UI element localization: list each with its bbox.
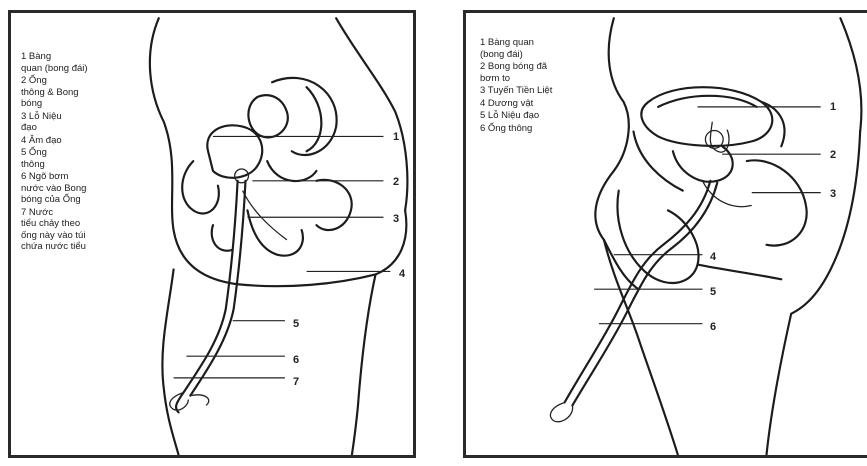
label-number: 6 <box>710 321 716 333</box>
female-catheter-diagram: 1 Bàng quan (bong đái) 2 Ống thông & Bon… <box>8 10 416 458</box>
legend-item-bladder: 1 Bàng quan (bong đái) <box>480 37 620 60</box>
label-number: 1 <box>830 101 836 113</box>
legend-item-catheter: 6 Ống thông <box>480 123 620 135</box>
label-number: 7 <box>293 376 299 388</box>
legend-item-vagina: 4 Âm đạo <box>21 135 156 147</box>
legend-item-inflation-port: 6 Ngõ bơm nước vào Bong bóng của Ống <box>21 171 156 206</box>
legend-left: 1 Bàng quan (bong đái) 2 Ống thông & Bon… <box>21 51 156 254</box>
label-number: 5 <box>293 318 299 330</box>
legend-right: 1 Bàng quan (bong đái) 2 Bong bóng đã bơ… <box>480 37 620 135</box>
male-catheter-diagram: 1 Bàng quan (bong đái) 2 Bong bóng đã bơ… <box>463 10 867 458</box>
legend-item-urethral-opening: 3 Lỗ Niệu đạo <box>21 111 156 134</box>
label-number: 1 <box>393 131 399 143</box>
legend-item-penis: 4 Dương vật <box>480 98 620 110</box>
label-number: 4 <box>399 268 405 280</box>
legend-item-catheter-balloon: 2 Ống thông & Bong bóng <box>21 75 156 110</box>
label-number: 3 <box>393 213 399 225</box>
legend-item-urethral-opening: 5 Lỗ Niệu đạo <box>480 110 620 122</box>
label-number: 2 <box>830 149 836 161</box>
label-number: 6 <box>293 354 299 366</box>
label-number: 2 <box>393 176 399 188</box>
legend-item-drainage: 7 Nước tiểu chảy theo ống này vào túi ch… <box>21 207 156 253</box>
label-number: 4 <box>710 251 716 263</box>
label-number: 3 <box>830 188 836 200</box>
legend-item-inflated-balloon: 2 Bong bóng đã bơm to <box>480 61 620 84</box>
legend-item-prostate: 3 Tuyến Tiền Liệt <box>480 85 620 97</box>
legend-item-bladder: 1 Bàng quan (bong đái) <box>21 51 156 74</box>
legend-item-catheter: 5 Ống thông <box>21 147 156 170</box>
label-number: 5 <box>710 286 716 298</box>
